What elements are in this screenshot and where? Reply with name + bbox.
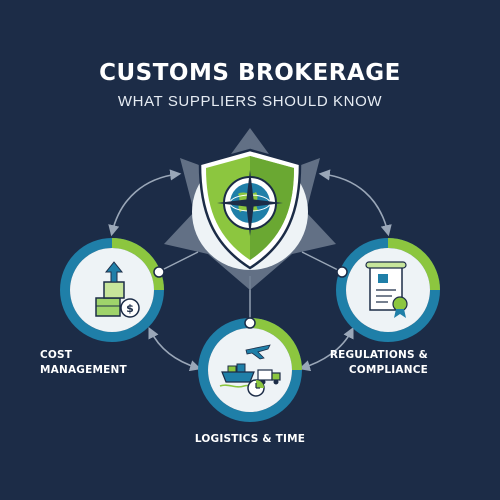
label-regulations-line-2: COMPLIANCE [348,364,428,376]
label-logistics-time: LOGISTICS & TIME [150,432,350,447]
certificate-document-icon [365,261,408,318]
connector-center-cost [157,251,199,273]
node-cost: $ [60,238,165,342]
label-regulations-compliance: REGULATIONS & COMPLIANCE [300,348,428,378]
connector-dot-logistics [244,317,256,329]
shield-globe-compass-icon [198,148,302,270]
main-title: CUSTOMS BROKERAGE [99,60,401,86]
arrow-center-to-regulations [318,169,392,237]
connector-center-regulations [301,251,343,273]
arrow-cost-to-center [108,169,182,237]
connector-dot-cost [153,266,165,278]
arrow-regulations-to-logistics [298,326,354,372]
label-logistics-line-1: LOGISTICS & TIME [194,433,306,445]
node-logistics [198,317,302,422]
label-cost-line-1: COST [40,349,73,361]
label-cost-line-2: MANAGEMENT [40,364,127,376]
center-hub [164,128,336,290]
node-regulations [336,238,440,342]
connector-dot-regulations [336,266,348,278]
svg-text:$: $ [126,302,134,315]
boxes-dollar-icon: $ [95,261,140,318]
label-regulations-line-1: REGULATIONS & [329,349,428,361]
label-cost-management: COST MANAGEMENT [40,348,180,378]
arrow-cost-to-logistics [148,326,202,372]
subtitle: WHAT SUPPLIERS SHOULD KNOW [117,93,383,110]
ship-plane-truck-icon [219,344,281,397]
